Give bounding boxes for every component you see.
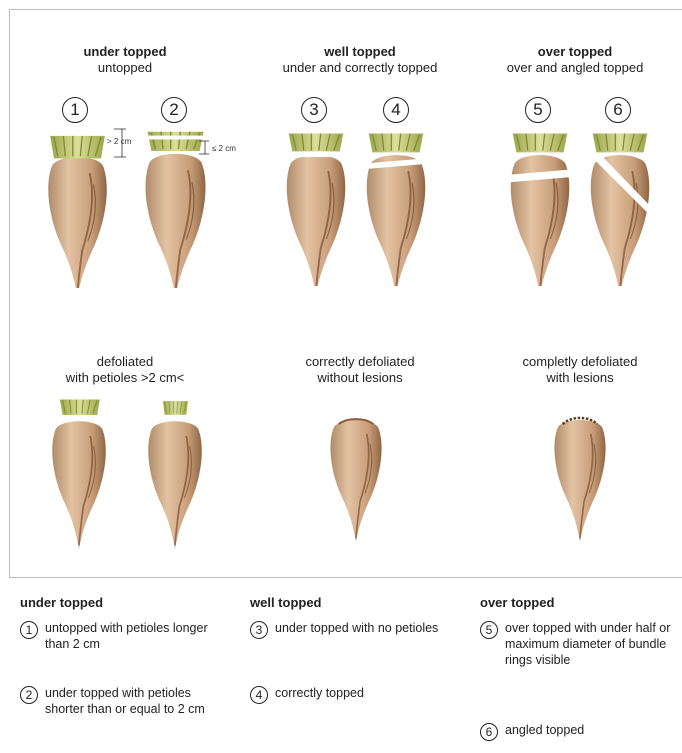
number-3: 3 — [301, 97, 327, 123]
beet-defoliated-petioles-a — [40, 398, 118, 553]
defoliation-heading-lesions: completly defoliated with lesions — [490, 354, 670, 386]
number-5: 5 — [525, 97, 551, 123]
measure-label-2: ≤ 2 cm — [212, 144, 236, 153]
beet-4-correctly-topped — [362, 126, 430, 286]
legend-item-2: 2 under topped with petioles shorter tha… — [20, 685, 220, 717]
beet-3-no-petioles — [282, 126, 350, 286]
legend-number: 6 — [480, 723, 498, 741]
legend-title-well: well topped — [250, 595, 322, 610]
defoliation-line1: defoliated — [97, 354, 153, 369]
defoliation-line2: with petioles >2 cm< — [66, 370, 185, 385]
legend-number: 5 — [480, 621, 498, 639]
number-2: 2 — [161, 97, 187, 123]
group-subtitle: under and correctly topped — [283, 60, 438, 75]
legend-number: 1 — [20, 621, 38, 639]
number-1: 1 — [62, 97, 88, 123]
defoliation-line2: without lesions — [317, 370, 402, 385]
legend-title-over: over topped — [480, 595, 554, 610]
group-well-topped: well topped under and correctly topped — [280, 44, 440, 76]
legend-item-4: 4 correctly topped — [250, 685, 440, 701]
group-subtitle: untopped — [98, 60, 152, 75]
number-4: 4 — [383, 97, 409, 123]
beet-6-angled-topped — [586, 126, 654, 286]
beet-defoliated-petioles-b — [136, 398, 214, 553]
beet-1-untopped — [40, 128, 115, 288]
measure-label-1: > 2 cm — [107, 137, 131, 146]
legend-text: under topped with no petioles — [250, 620, 440, 636]
defoliation-line1: correctly defoliated — [305, 354, 414, 369]
legend-title-under: under topped — [20, 595, 103, 610]
legend-text: under topped with petioles shorter than … — [20, 685, 220, 717]
legend-text: angled topped — [480, 722, 675, 738]
group-title: under topped — [65, 44, 185, 60]
group-title: over topped — [480, 44, 670, 60]
beet-correctly-defoliated — [318, 406, 394, 554]
group-subtitle: over and angled topped — [507, 60, 644, 75]
defoliation-line2: with lesions — [546, 370, 613, 385]
legend-item-5: 5 over topped with under half or maximum… — [480, 620, 675, 668]
legend-item-3: 3 under topped with no petioles — [250, 620, 440, 636]
group-over-topped: over topped over and angled topped — [480, 44, 670, 76]
measure-bracket-2 — [197, 138, 211, 158]
legend-number: 2 — [20, 686, 38, 704]
beet-5-over-topped — [506, 126, 574, 286]
legend-number: 3 — [250, 621, 268, 639]
group-title: well topped — [280, 44, 440, 60]
legend-text: untopped with petioles longer than 2 cm — [20, 620, 210, 652]
group-under-topped: under topped untopped — [65, 44, 185, 76]
defoliation-heading-petioles: defoliated with petioles >2 cm< — [40, 354, 210, 386]
legend-number: 4 — [250, 686, 268, 704]
number-6: 6 — [605, 97, 631, 123]
beet-completely-defoliated — [542, 406, 618, 554]
legend-item-1: 1 untopped with petioles longer than 2 c… — [20, 620, 210, 652]
legend-item-6: 6 angled topped — [480, 722, 675, 738]
defoliation-heading-correct: correctly defoliated without lesions — [270, 354, 450, 386]
legend-text: over topped with under half or maximum d… — [480, 620, 675, 668]
legend-text: correctly topped — [250, 685, 440, 701]
defoliation-line1: completly defoliated — [523, 354, 638, 369]
